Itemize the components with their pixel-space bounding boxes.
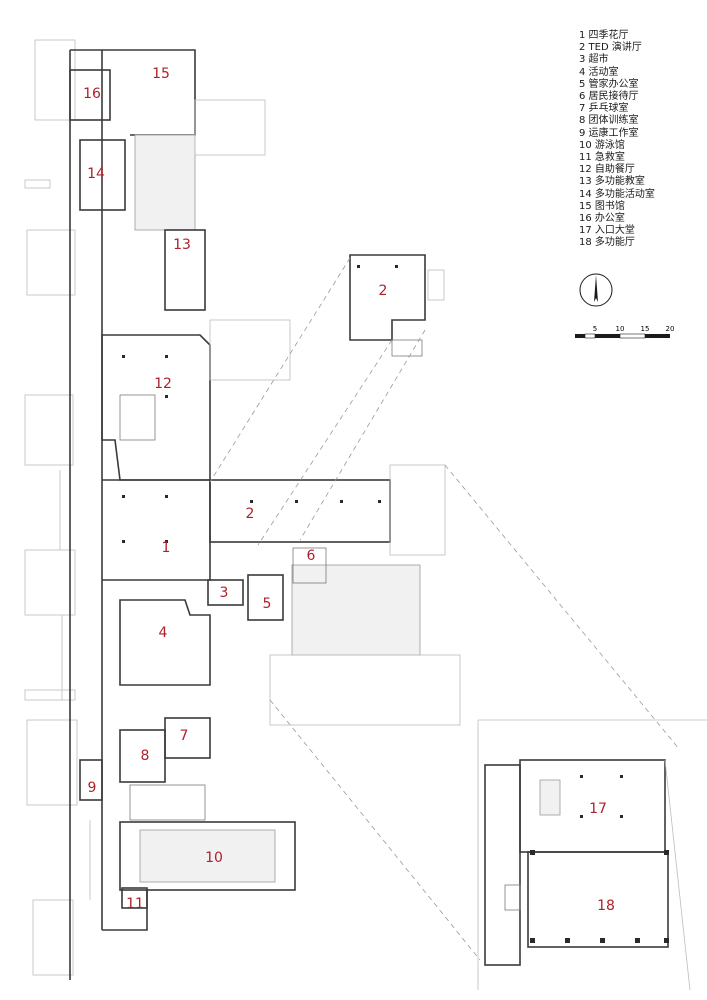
- room-label-2-upper: 2: [379, 283, 388, 299]
- room-label-18: 18: [597, 898, 615, 914]
- scale-label: 20: [666, 325, 675, 333]
- columns: [122, 265, 669, 943]
- legend-item: 4 活动室: [579, 66, 619, 78]
- room-label-7: 7: [180, 728, 189, 744]
- room-labels: 15 16 14 13 2 12 2 1 6 3 5 4 7 8 9 10 11…: [83, 66, 615, 914]
- room-label-8: 8: [141, 748, 150, 764]
- room-label-13: 13: [173, 237, 191, 253]
- legend-item: 16 办公室: [579, 213, 625, 225]
- room-label-9: 9: [88, 780, 97, 796]
- legend-item: 7 乒乓球室: [579, 103, 629, 115]
- legend-item: 9 运康工作室: [579, 127, 639, 139]
- room-legend: 1 四季花厅 2 TED 演讲厅 3 超市 4 活动室 5 管家办公室 6 居民…: [579, 30, 655, 250]
- scale-label: 10: [616, 325, 625, 333]
- legend-item: 17 入口大堂: [579, 225, 635, 237]
- legend-item: 15 图书馆: [579, 200, 625, 212]
- legend-item: 11 急救室: [579, 152, 625, 164]
- room-label-12: 12: [154, 376, 172, 392]
- legend-item: 18 多功能厅: [579, 237, 635, 249]
- scale-bar-icon: 5 10 15 20: [575, 325, 675, 339]
- projection-lines: [209, 257, 681, 961]
- legend-item: 10 游泳馆: [579, 139, 625, 151]
- inset-plan: [477, 719, 707, 991]
- scale-label: 15: [641, 325, 650, 333]
- upper-detail: [349, 254, 445, 357]
- legend-item: 6 居民接待厅: [579, 91, 639, 103]
- room-label-14: 14: [87, 166, 105, 182]
- room-label-10: 10: [205, 850, 223, 866]
- room-label-16: 16: [83, 86, 101, 102]
- room-label-17: 17: [589, 801, 607, 817]
- legend-item: 8 团体训练室: [579, 115, 639, 127]
- room-label-6: 6: [307, 548, 316, 564]
- legend-item: 12 自助餐厅: [579, 164, 635, 176]
- main-building: [69, 49, 296, 980]
- north-arrow-icon: [579, 273, 613, 307]
- scale-label: 5: [593, 325, 597, 333]
- room-label-3: 3: [220, 585, 229, 601]
- legend-item: 5 管家办公室: [579, 78, 639, 90]
- room-label-15: 15: [152, 66, 170, 82]
- room-label-4: 4: [159, 625, 168, 641]
- legend-item: 3 超市: [579, 54, 609, 66]
- east-wing: [194, 99, 461, 726]
- room-label-1: 1: [162, 540, 171, 556]
- legend-item: 13 多功能教室: [579, 176, 645, 188]
- room-label-11: 11: [126, 896, 144, 912]
- legend-item: 1 四季花厅: [579, 30, 629, 41]
- legend-item: 14 多功能活动室: [579, 188, 655, 200]
- legend-item: 2 TED 演讲厅: [579, 42, 642, 54]
- room-label-2: 2: [246, 506, 255, 522]
- room-label-5: 5: [263, 596, 272, 612]
